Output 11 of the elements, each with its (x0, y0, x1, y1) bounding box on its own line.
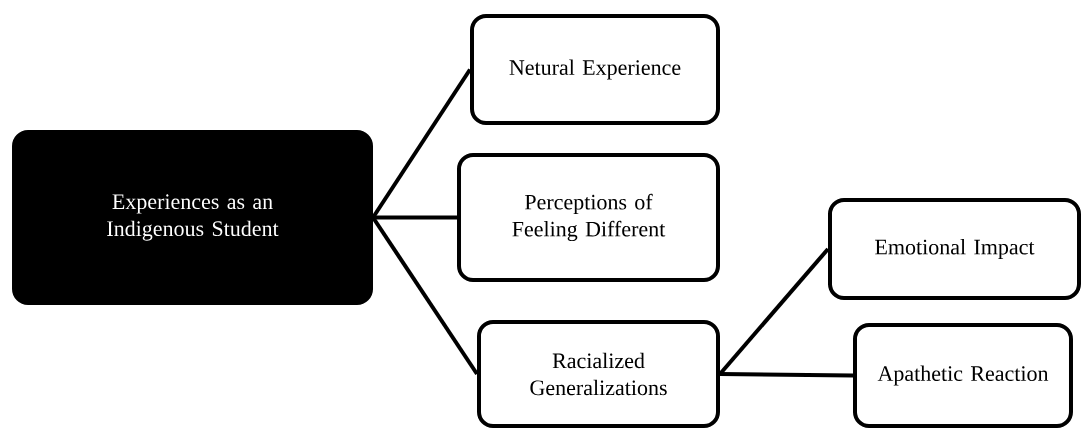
topic-box: Experiences as an Indigenous Student (12, 130, 373, 305)
subtopic-box: Netural Experience (470, 14, 720, 125)
subtopic-box: Perceptions of Feeling Different (457, 153, 720, 282)
connector-line (371, 216, 479, 376)
connector-line (718, 247, 830, 376)
subtopic-box: Apathetic Reaction (853, 323, 1073, 428)
connector-line (371, 68, 472, 219)
connector-line (373, 215, 457, 220)
subtopic-box: Emotional Impact (828, 198, 1081, 300)
connector-line (719, 372, 854, 378)
subtopic-box: Racialized Generalizations (477, 320, 720, 428)
